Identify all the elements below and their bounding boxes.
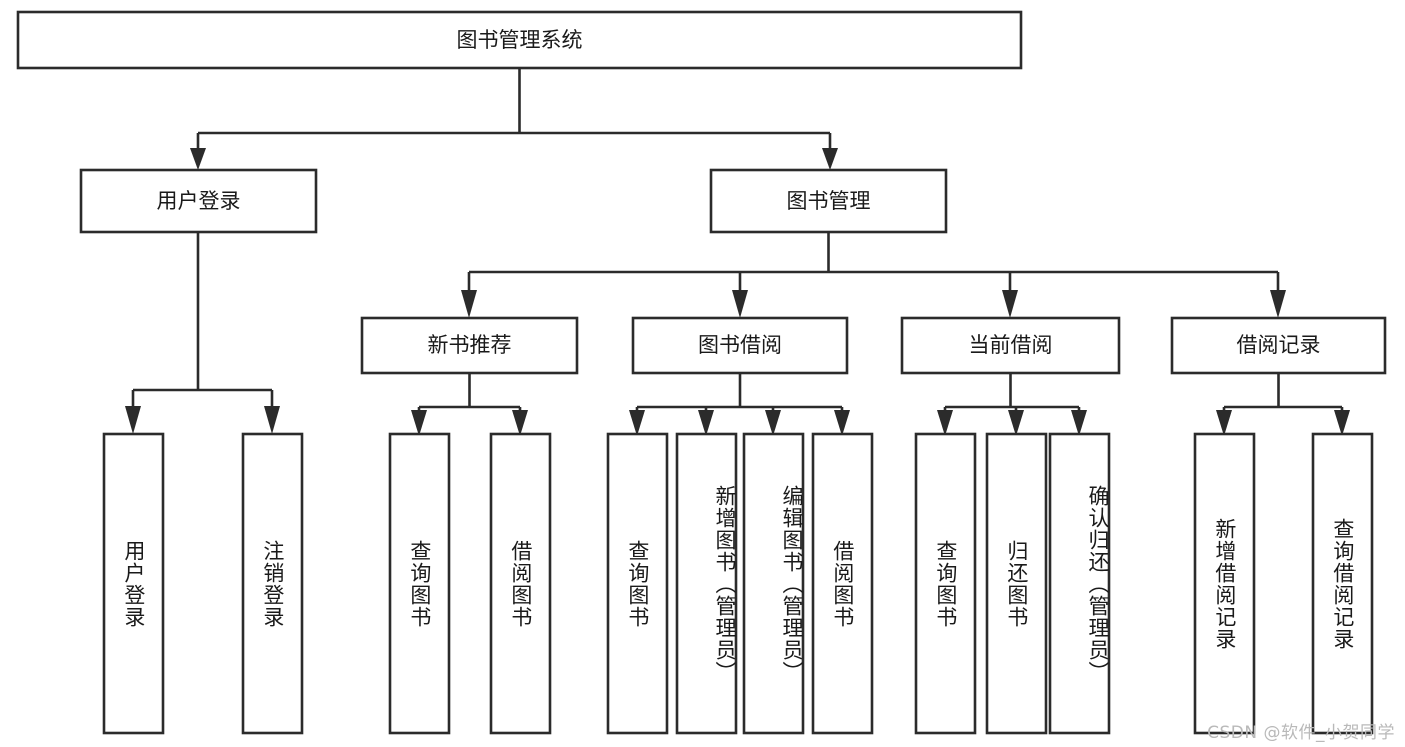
connector-root-to-level2 — [190, 68, 838, 170]
node-current-borrow[interactable]: 当前借阅 — [900, 316, 1121, 375]
connector-new-book-recommend-to-leaves — [411, 373, 528, 436]
node-user-login[interactable]: 用户登录 — [79, 168, 318, 234]
node-new-book-recommend[interactable]: 新书推荐 — [360, 316, 579, 375]
leaf-box-current-borrow-1[interactable] — [985, 432, 1048, 735]
leaf-box-book-borrow-2[interactable] — [742, 432, 805, 735]
arrow-head-user-login — [190, 148, 206, 170]
node-book-manage[interactable]: 图书管理 — [709, 168, 948, 234]
leaf-box-user-login-1[interactable] — [241, 432, 304, 735]
node-current-borrow-label: 当前借阅 — [969, 333, 1053, 357]
leaf-box-book-borrow-3[interactable] — [811, 432, 874, 735]
node-borrow-record[interactable]: 借阅记录 — [1170, 316, 1387, 375]
leaf-box-new-book-0[interactable] — [388, 432, 451, 735]
arrow-head-book-manage — [822, 148, 838, 170]
leaf-box-new-book-1[interactable] — [489, 432, 552, 735]
node-current-borrow-box[interactable] — [900, 316, 1121, 375]
connector-user-login-to-leaves — [125, 232, 280, 434]
node-new-book-recommend-label: 新书推荐 — [428, 333, 512, 357]
node-root-box[interactable] — [16, 10, 1023, 70]
connector-book-borrow-to-leaves — [629, 373, 850, 436]
node-user-login-box[interactable] — [79, 168, 318, 234]
connector-current-borrow-to-leaves — [937, 373, 1087, 436]
node-root-label: 图书管理系统 — [457, 28, 583, 52]
connector-book-manage-to-level3 — [461, 232, 1286, 318]
csdn-watermark: CSDN @软件_小贺同学 — [1207, 723, 1395, 743]
leaf-box-book-borrow-1[interactable] — [675, 432, 738, 735]
node-book-borrow-label: 图书借阅 — [698, 333, 782, 357]
leaf-box-borrow-record-1[interactable] — [1311, 432, 1374, 735]
node-book-manage-label: 图书管理 — [787, 189, 871, 213]
leaf-box-borrow-record-0[interactable] — [1193, 432, 1256, 735]
node-new-book-recommend-box[interactable] — [360, 316, 579, 375]
leaf-box-user-login-0[interactable] — [102, 432, 165, 735]
connector-borrow-record-to-leaves — [1216, 373, 1350, 436]
node-root[interactable]: 图书管理系统 — [16, 10, 1023, 70]
node-book-borrow[interactable]: 图书借阅 — [631, 316, 849, 375]
leaf-box-book-borrow-0[interactable] — [606, 432, 669, 735]
node-user-login-label: 用户登录 — [157, 189, 241, 213]
node-borrow-record-label: 借阅记录 — [1237, 333, 1321, 357]
leaf-box-current-borrow-0[interactable] — [914, 432, 977, 735]
leaf-box-current-borrow-2[interactable] — [1048, 432, 1111, 735]
